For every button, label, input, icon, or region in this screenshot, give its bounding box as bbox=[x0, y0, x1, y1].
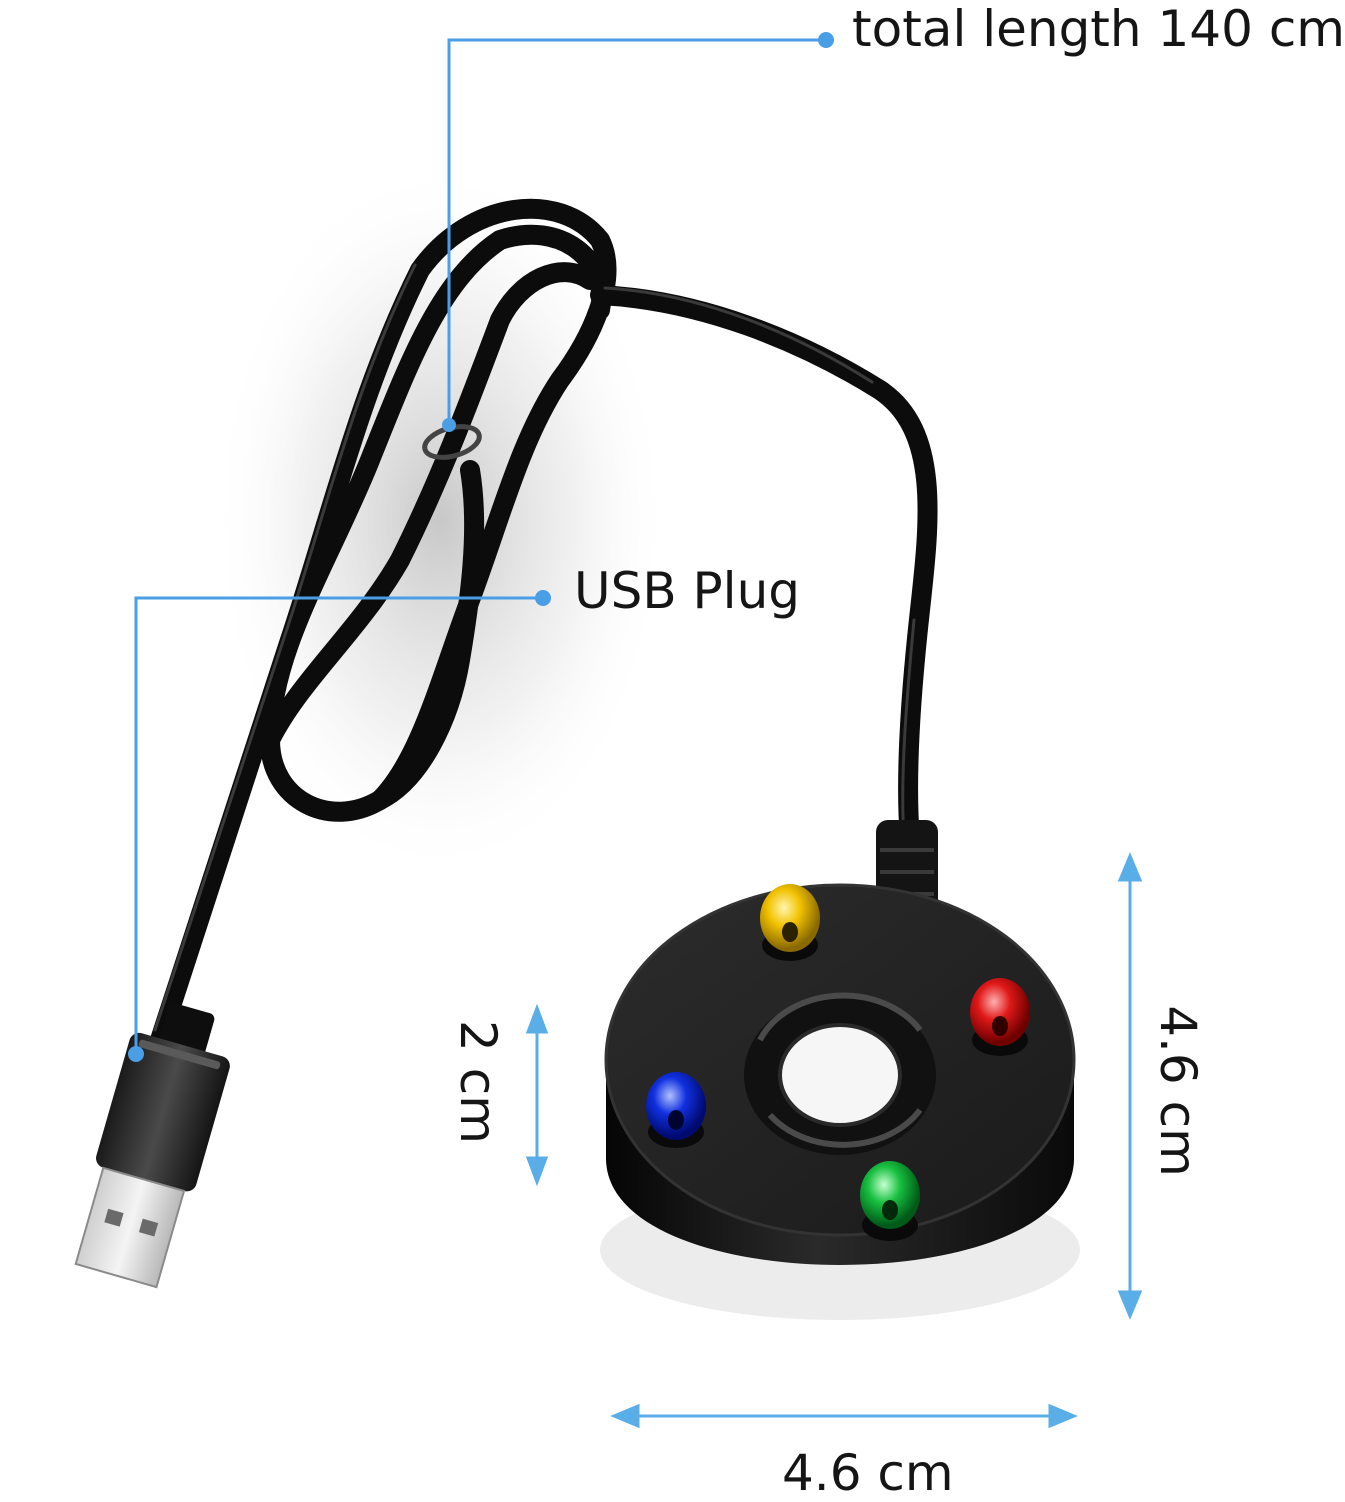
transducer-disc bbox=[778, 1023, 902, 1127]
callout-length-dot-start bbox=[442, 418, 456, 432]
cable-highlights bbox=[153, 263, 916, 1032]
height-label: 2 cm bbox=[449, 1020, 507, 1144]
cable-shadow bbox=[210, 160, 670, 880]
transducer-ring bbox=[744, 992, 936, 1155]
led-yellow bbox=[760, 884, 820, 961]
usb-plug bbox=[74, 1003, 230, 1289]
callout-cable-length bbox=[447, 38, 826, 425]
dimension-arrow-diameter-vertical bbox=[1117, 852, 1143, 1320]
usb-plug-label: USB Plug bbox=[574, 562, 801, 620]
callout-usb-plug bbox=[134, 596, 543, 1054]
dimension-arrow-diameter-horizontal bbox=[610, 1403, 1078, 1429]
callout-length-dot-end bbox=[818, 32, 834, 48]
dimension-arrow-height bbox=[525, 1003, 549, 1187]
usb-cable bbox=[150, 198, 938, 1050]
led-red bbox=[970, 978, 1030, 1056]
led-blue bbox=[646, 1072, 706, 1148]
cable-length-label: total length 140 cm bbox=[852, 0, 1345, 58]
diameter-vertical-label: 4.6 cm bbox=[1149, 1005, 1207, 1177]
led-green bbox=[860, 1161, 920, 1241]
callout-usb-dot-end bbox=[535, 590, 551, 606]
mist-maker-device bbox=[600, 883, 1080, 1320]
callout-usb-dot-start bbox=[128, 1046, 144, 1062]
diameter-horizontal-label: 4.6 cm bbox=[782, 1444, 954, 1502]
